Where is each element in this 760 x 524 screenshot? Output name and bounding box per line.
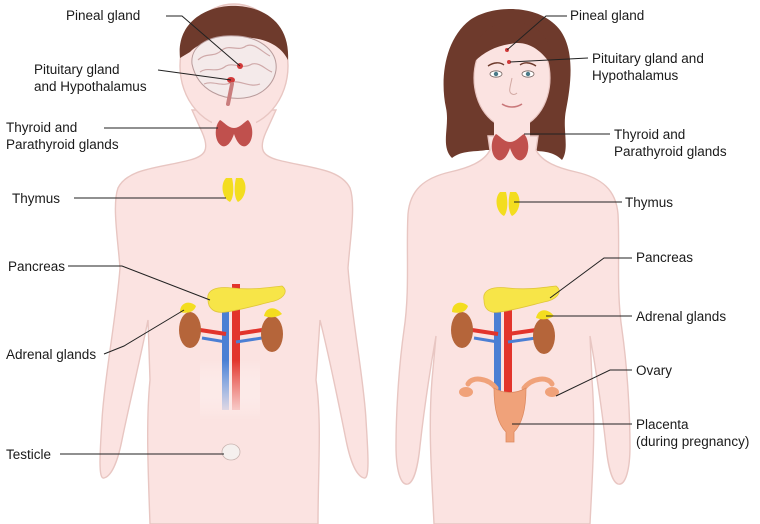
label-female-pineal-gland: Pineal gland bbox=[570, 8, 645, 23]
label-male-thymus: Thymus bbox=[12, 191, 61, 206]
male-brainstem bbox=[226, 82, 234, 106]
male-pancreas bbox=[207, 285, 286, 313]
label-female-thyroid-line2: Parathyroid glands bbox=[614, 144, 727, 159]
leader-female-pineal bbox=[506, 15, 567, 51]
leader-female-pituitary bbox=[509, 57, 589, 63]
label-female-thyroid-line1: Thyroid and bbox=[614, 127, 686, 142]
leader-male-pancreas bbox=[68, 265, 211, 301]
label-male-pancreas: Pancreas bbox=[8, 259, 66, 274]
label-female-adrenal-glands: Adrenal glands bbox=[636, 309, 727, 324]
female-adrenal-left bbox=[452, 302, 468, 313]
female-figure bbox=[395, 9, 632, 524]
female-ovary-right bbox=[545, 387, 559, 397]
male-leader-lines bbox=[60, 15, 241, 455]
female-adrenal-right bbox=[536, 310, 554, 320]
female-pancreas bbox=[483, 285, 560, 313]
leader-male-pituitary bbox=[157, 69, 232, 81]
label-female-pituitary-line1: Pituitary gland and bbox=[592, 51, 704, 66]
label-male-pituitary-line2: and Hypothalamus bbox=[34, 79, 147, 94]
male-kidney-right bbox=[261, 316, 283, 352]
label-female-pancreas: Pancreas bbox=[636, 250, 694, 265]
label-male-thyroid-line2: Parathyroid glands bbox=[6, 137, 119, 152]
leader-female-ovary bbox=[555, 369, 632, 397]
male-adrenal-right bbox=[264, 308, 282, 318]
male-thymus bbox=[222, 178, 246, 202]
label-male-thyroid-parathyroid: Thyroid and Parathyroid glands bbox=[6, 119, 119, 153]
label-female-placenta-line2: (during pregnancy) bbox=[636, 434, 750, 449]
male-figure bbox=[60, 3, 369, 524]
label-male-pituitary-line1: Pituitary gland bbox=[34, 62, 120, 77]
label-female-placenta: Placenta (during pregnancy) bbox=[636, 416, 749, 450]
female-pituitary-dot bbox=[507, 60, 511, 64]
female-leader-lines bbox=[506, 15, 632, 425]
female-fringe bbox=[473, 21, 553, 66]
label-male-pituitary-hypothalamus: Pituitary gland and Hypothalamus bbox=[34, 61, 147, 95]
female-kidney-left bbox=[451, 312, 473, 348]
label-male-thyroid-line1: Thyroid and bbox=[6, 120, 78, 135]
label-male-testicle: Testicle bbox=[6, 447, 52, 462]
label-female-pituitary-line2: Hypothalamus bbox=[592, 68, 679, 83]
female-thymus bbox=[496, 192, 520, 216]
label-female-thymus: Thymus bbox=[625, 195, 674, 210]
label-female-thyroid-parathyroid: Thyroid and Parathyroid glands bbox=[614, 126, 727, 160]
male-renal-vessels bbox=[199, 328, 263, 336]
female-ovary-left bbox=[459, 387, 473, 397]
female-body-silhouette bbox=[395, 135, 631, 524]
male-thyroid bbox=[215, 120, 253, 147]
male-vein bbox=[222, 290, 229, 410]
male-hair bbox=[179, 5, 289, 60]
female-thyroid bbox=[491, 134, 529, 161]
female-uterus bbox=[493, 387, 527, 443]
leader-female-pancreas bbox=[549, 257, 632, 299]
label-male-adrenal-glands: Adrenal glands bbox=[6, 347, 97, 362]
leader-male-pineal bbox=[166, 15, 241, 67]
male-kidney-left bbox=[179, 312, 201, 348]
label-female-ovary: Ovary bbox=[636, 363, 673, 378]
female-face-features bbox=[487, 62, 537, 108]
label-female-pituitary-hypothalamus: Pituitary gland and Hypothalamus bbox=[592, 50, 704, 84]
female-fallopian-tubes bbox=[465, 376, 555, 391]
female-artery bbox=[504, 296, 512, 398]
female-kidney-right bbox=[533, 318, 555, 354]
female-vein bbox=[494, 302, 501, 398]
male-artery bbox=[232, 284, 240, 410]
leader-male-adrenal bbox=[103, 309, 185, 355]
label-female-placenta-line1: Placenta bbox=[636, 417, 689, 432]
male-testicle bbox=[221, 443, 241, 461]
label-male-pineal-gland: Pineal gland bbox=[66, 8, 141, 23]
